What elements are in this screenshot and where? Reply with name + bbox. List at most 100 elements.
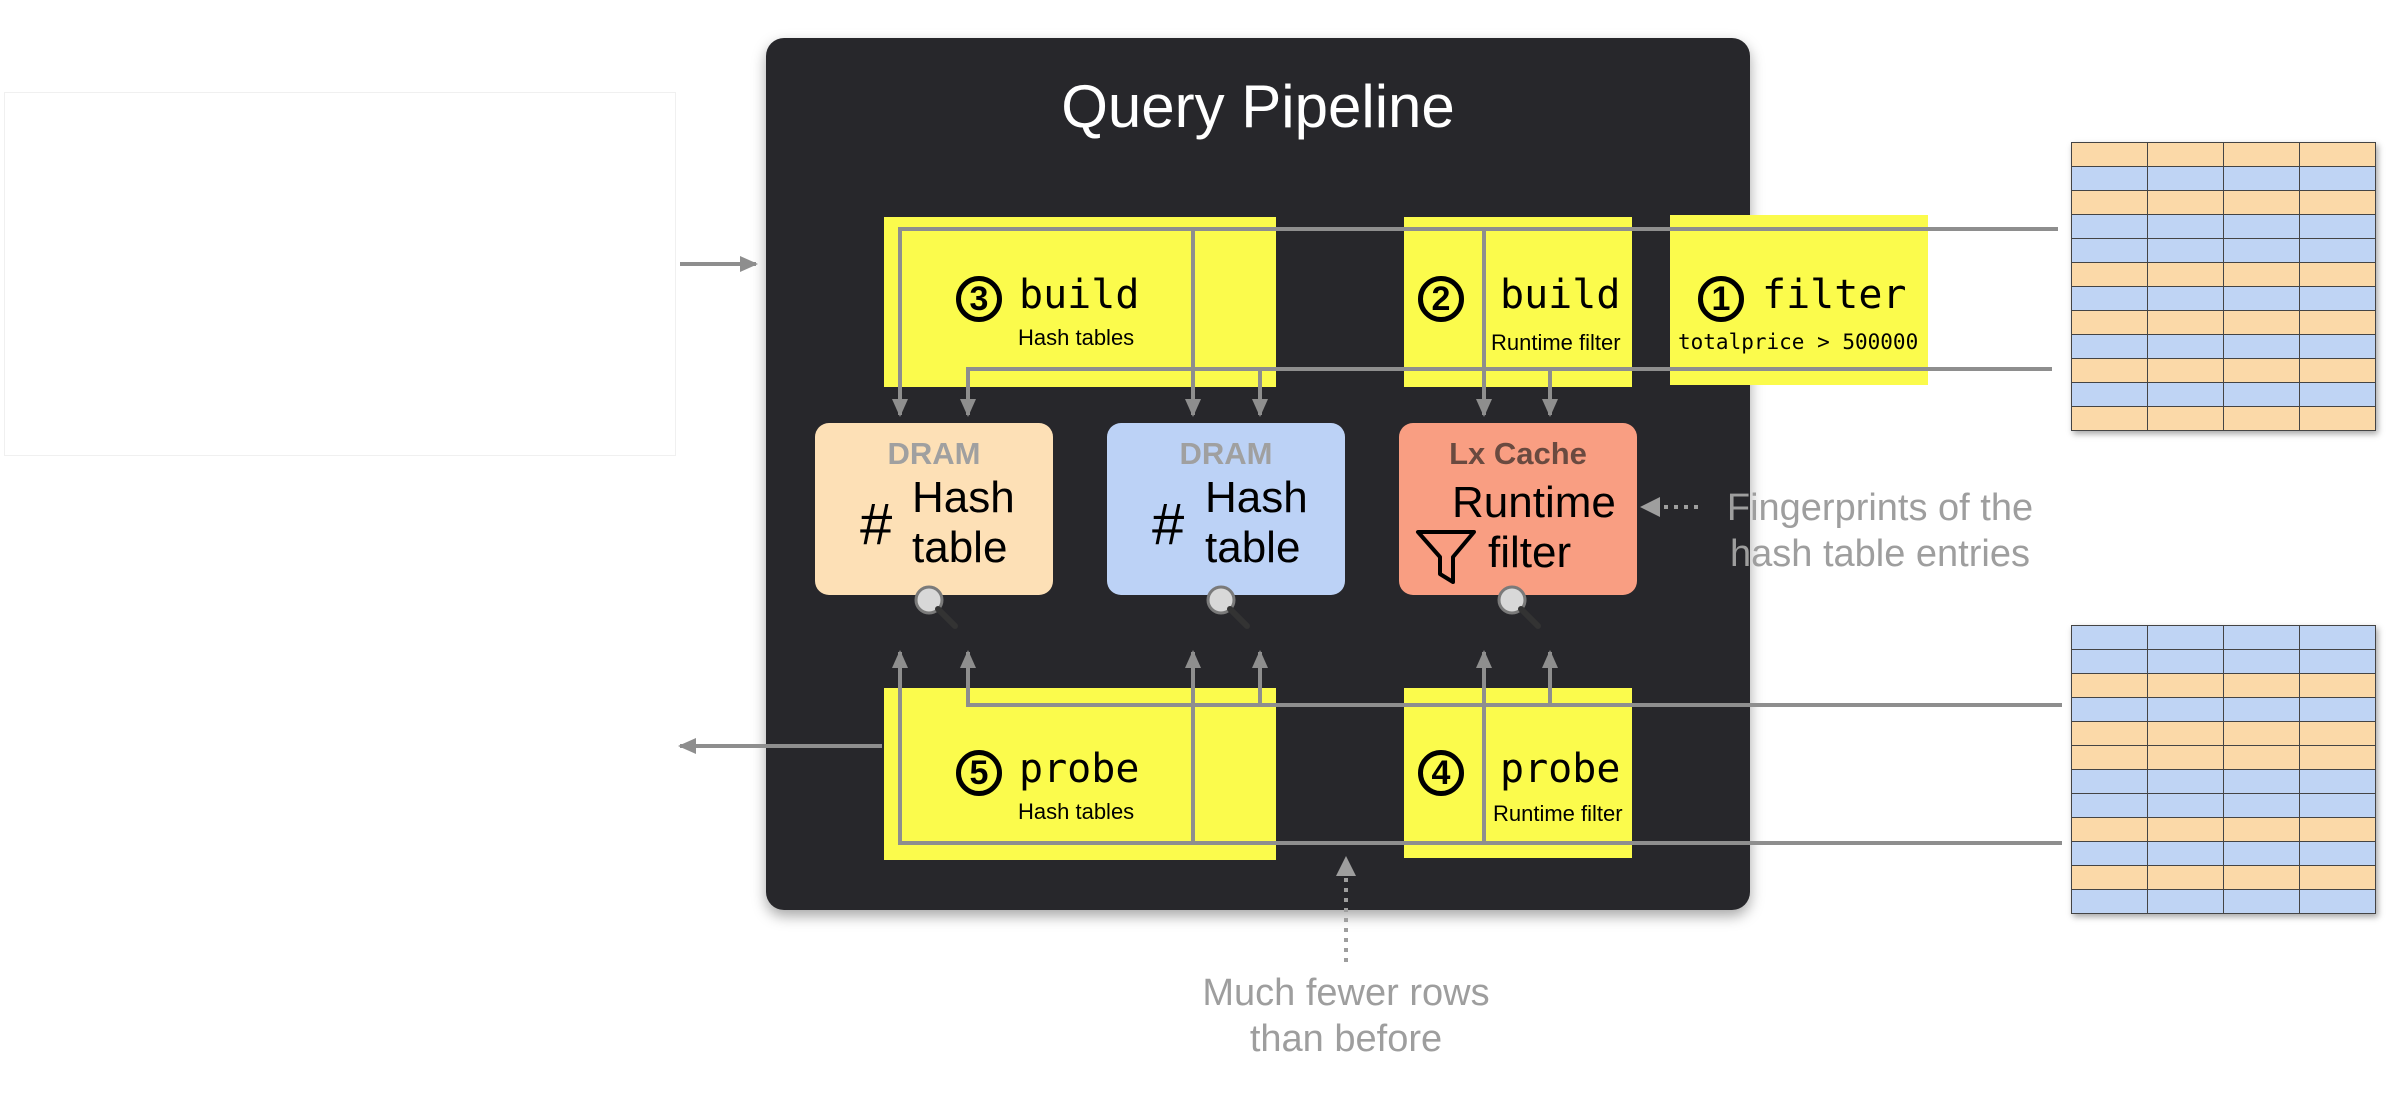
- table-cell: [2299, 841, 2376, 866]
- table-cell: [2147, 793, 2224, 818]
- annotation-line: Fingerprints of the: [1726, 487, 2034, 529]
- table-cell: [2299, 793, 2376, 818]
- table-row: [2071, 817, 2376, 842]
- table-cell: [2299, 406, 2376, 431]
- table-row: [2071, 286, 2376, 311]
- table-cell: [2223, 382, 2300, 407]
- table-cell: [2147, 865, 2224, 890]
- table-cell: [2299, 286, 2376, 311]
- table-cell: [2299, 889, 2376, 914]
- table-cell: [2223, 745, 2300, 770]
- table-cell: [2299, 745, 2376, 770]
- table-cell: [2071, 841, 2148, 866]
- step-number-3: 3: [956, 276, 1002, 322]
- table-cell: [2147, 166, 2224, 191]
- probe-hash-label: probe: [1019, 746, 1140, 792]
- table-cell: [2223, 697, 2300, 722]
- table-cell: [2071, 358, 2148, 383]
- table-row: [2071, 214, 2376, 239]
- step-number-5: 5: [956, 750, 1002, 796]
- table-row: [2071, 865, 2376, 890]
- table-row: [2071, 625, 2376, 650]
- table-cell: [2223, 310, 2300, 335]
- table-cell: [2071, 673, 2148, 698]
- table-cell: [2299, 865, 2376, 890]
- table-cell: [2147, 745, 2224, 770]
- dram-hash-table-2: [1107, 423, 1345, 595]
- table-cell: [2223, 865, 2300, 890]
- table-cell: [2299, 358, 2376, 383]
- table-cell: [2147, 310, 2224, 335]
- table-cell: [2071, 214, 2148, 239]
- table-cell: [2299, 382, 2376, 407]
- table-cell: [2147, 238, 2224, 263]
- table-cell: [2071, 166, 2148, 191]
- table-cell: [2071, 817, 2148, 842]
- table-row: [2071, 406, 2376, 431]
- table-cell: [2223, 673, 2300, 698]
- table-cell: [2147, 673, 2224, 698]
- table-cell: [2071, 190, 2148, 215]
- dram-hash-table-1: [815, 423, 1053, 595]
- annotation-line: hash table entries: [1730, 533, 2030, 575]
- store-name-line1: Hash: [1205, 473, 1308, 522]
- table-cell: [2223, 142, 2300, 167]
- table-cell: [2147, 214, 2224, 239]
- table-row: [2071, 142, 2376, 167]
- table-row: [2071, 382, 2376, 407]
- table-row: [2071, 697, 2376, 722]
- step-number-2: 2: [1418, 276, 1464, 322]
- table-cell: [2147, 721, 2224, 746]
- store-name-line1: Runtime: [1452, 478, 1616, 527]
- table-cell: [2299, 697, 2376, 722]
- table-cell: [2299, 262, 2376, 287]
- table-row: [2071, 769, 2376, 794]
- hash-icon: #: [1152, 492, 1185, 557]
- table-row: [2071, 841, 2376, 866]
- table-cell: [2299, 238, 2376, 263]
- table-cell: [2223, 262, 2300, 287]
- input-table-lineitems: [2071, 625, 2376, 914]
- table-cell: [2147, 625, 2224, 650]
- table-cell: [2223, 406, 2300, 431]
- annotation-line: than before: [1249, 1018, 1443, 1060]
- table-row: [2071, 358, 2376, 383]
- table-cell: [2147, 697, 2224, 722]
- table-row: [2071, 334, 2376, 359]
- probe-runtime-detail: Runtime filter: [1493, 801, 1623, 826]
- table-cell: [2147, 406, 2224, 431]
- table-cell: [2071, 793, 2148, 818]
- table-cell: [2147, 382, 2224, 407]
- table-cell: [2147, 649, 2224, 674]
- table-cell: [2071, 889, 2148, 914]
- table-cell: [2299, 817, 2376, 842]
- table-cell: [2299, 769, 2376, 794]
- table-cell: [2071, 649, 2148, 674]
- store-name-line1: Hash: [912, 473, 1015, 522]
- store-location-label: DRAM: [887, 436, 981, 471]
- table-cell: [2299, 721, 2376, 746]
- table-cell: [2071, 142, 2148, 167]
- table-cell: [2223, 166, 2300, 191]
- table-cell: [2147, 262, 2224, 287]
- store-name-line2: table: [912, 523, 1008, 572]
- step-number-1: 1: [1698, 276, 1744, 322]
- table-cell: [2223, 889, 2300, 914]
- table-cell: [2299, 214, 2376, 239]
- table-cell: [2299, 142, 2376, 167]
- table-cell: [2071, 769, 2148, 794]
- table-cell: [2223, 769, 2300, 794]
- pipeline-title: Query Pipeline: [1061, 73, 1455, 140]
- table-row: [2071, 721, 2376, 746]
- table-cell: [2299, 334, 2376, 359]
- table-cell: [2299, 649, 2376, 674]
- table-cell: [2299, 190, 2376, 215]
- table-cell: [2223, 334, 2300, 359]
- table-cell: [2299, 625, 2376, 650]
- table-row: [2071, 889, 2376, 914]
- table-row: [2071, 238, 2376, 263]
- table-cell: [2299, 673, 2376, 698]
- table-row: [2071, 649, 2376, 674]
- table-cell: [2147, 769, 2224, 794]
- table-row: [2071, 673, 2376, 698]
